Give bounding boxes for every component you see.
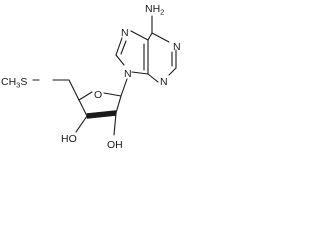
hydroxyl-3-label: HO <box>61 133 77 145</box>
ring-oxygen-label: O <box>94 89 102 101</box>
purine-n9-label: N <box>124 68 132 80</box>
bond-c6-n1 <box>151 32 170 43</box>
bond-n7-c8-inner <box>120 40 127 55</box>
bond-c8-n9 <box>115 54 125 66</box>
chemical-structure: NH2 N N N N O OH HO CH3S <box>1 3 181 151</box>
bond-n3-c4 <box>147 73 159 83</box>
thioether-label: CH3S <box>1 76 27 90</box>
bond-c5-n7 <box>130 30 149 41</box>
bond-c2p-oh <box>113 112 117 136</box>
purine-n3-label: N <box>160 76 168 88</box>
amino-group-label: NH2 <box>145 3 164 17</box>
bond-c1p-o4p <box>103 92 122 97</box>
bond-o4p-c4p <box>78 91 93 101</box>
bond-c3p-ho <box>75 115 88 133</box>
bond-c4p-c3p <box>78 99 88 117</box>
bond-c2p-c3p-wedge <box>86 110 117 119</box>
bond-n9-c4 <box>131 71 149 75</box>
bond-n7-c8 <box>115 37 123 56</box>
bond-c2-n3 <box>168 67 177 76</box>
bond-c1p-c2p <box>115 95 122 114</box>
bond-c5-c6 <box>147 32 153 41</box>
bond-n9-c1p <box>120 78 128 97</box>
purine-n1-label: N <box>173 41 181 53</box>
atom-labels: NH2 N N N N O OH HO CH3S <box>1 3 181 151</box>
hydroxyl-2-label: OH <box>107 139 123 151</box>
purine-n7-label: N <box>121 27 129 39</box>
bond-lines <box>32 15 177 136</box>
bond-c4p-c5p <box>68 79 80 101</box>
